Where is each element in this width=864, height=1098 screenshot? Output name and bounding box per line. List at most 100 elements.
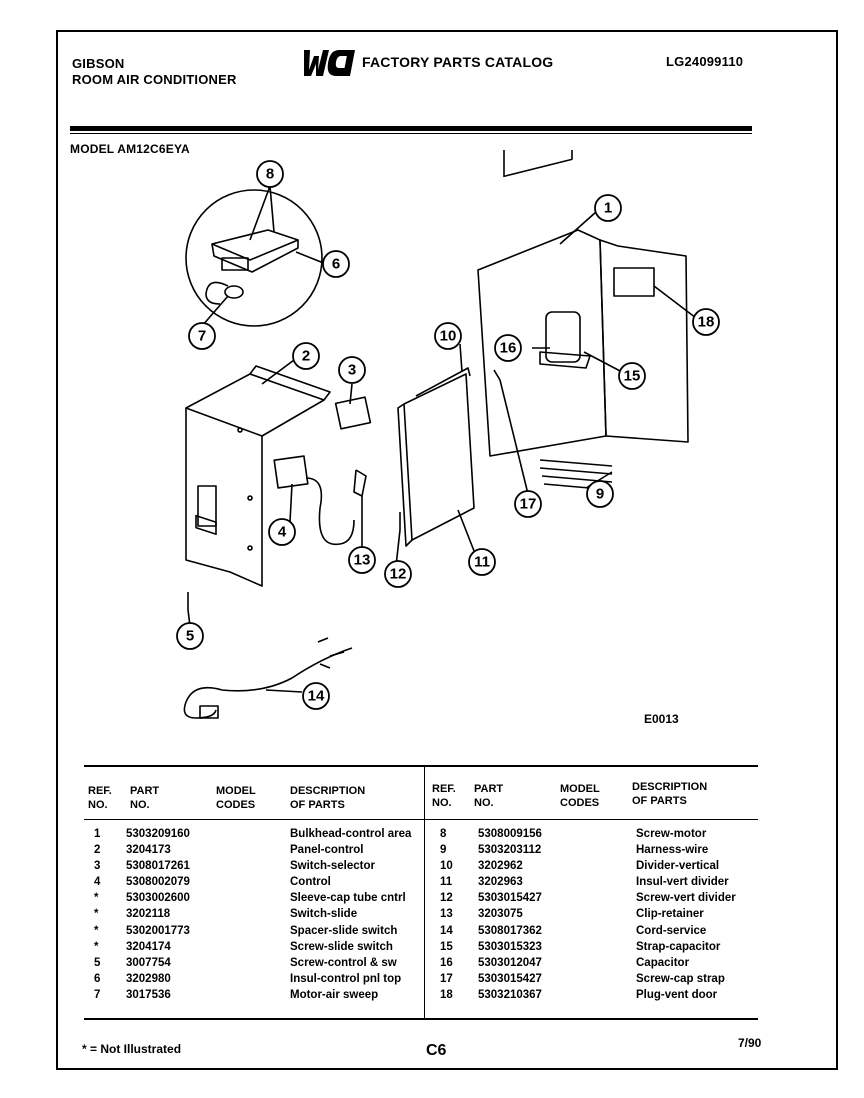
catalog-title: FACTORY PARTS CATALOG: [362, 54, 554, 70]
table-cell: 5303012047: [478, 956, 542, 969]
table-cell: 9: [440, 844, 447, 857]
table-cell: 5303015323: [478, 940, 542, 953]
table-cell: Harness-wire: [636, 844, 709, 857]
table-cell: 3204174: [126, 940, 171, 953]
page-frame: [56, 30, 838, 1070]
callout-9: [586, 480, 614, 508]
table-cell: 16: [440, 956, 453, 969]
table-cell: 3202980: [126, 972, 171, 985]
table-cell: 2: [94, 844, 101, 857]
table-cell: Screw-control & sw: [290, 956, 397, 969]
table-cell: 3202963: [478, 876, 523, 889]
table-cell: 4: [94, 876, 101, 889]
table-cell: 12: [440, 892, 453, 905]
table-cell: Insul-vert divider: [636, 876, 729, 889]
table-cell: 5308002079: [126, 876, 190, 889]
callout-text-10: 10: [440, 328, 457, 345]
left-part-column: 5303209160 3204173 5308017261 5308002079…: [126, 826, 190, 1003]
callout-text-2: 2: [302, 348, 310, 365]
callout-text-4: 4: [278, 524, 287, 541]
table-cell: 5308017261: [126, 860, 190, 873]
callout-5: [176, 622, 204, 650]
table-cell: 14: [440, 924, 453, 937]
table-cell: 18: [440, 988, 453, 1001]
table-cell: 8: [440, 828, 447, 840]
table-cell: *: [94, 908, 99, 921]
header-ref: REF.NO.: [88, 785, 112, 811]
table-cell: 7: [94, 988, 101, 1001]
table-cell: 3: [94, 860, 101, 873]
table-cell: 5303015427: [478, 892, 542, 905]
callout-1: [594, 194, 622, 222]
table-cell: 5303002600: [126, 892, 190, 905]
table-cell: 5303015427: [478, 972, 542, 985]
product-type: ROOM AIR CONDITIONER: [72, 72, 237, 87]
callout-text-1: 1: [604, 200, 612, 217]
table-cell: 3203075: [478, 908, 523, 921]
callout-17: [514, 490, 542, 518]
table-cell: 3202962: [478, 860, 523, 873]
diagram-code: E0013: [644, 712, 679, 726]
table-cell: 3202118: [126, 908, 171, 921]
callout-4: [268, 518, 296, 546]
table-cell: 1: [94, 828, 101, 840]
table-cell: Strap-capacitor: [636, 940, 721, 953]
detail-circle: [185, 189, 323, 327]
model-label: MODEL AM12C6EYA: [70, 142, 190, 156]
table-cell: Screw-cap strap: [636, 972, 725, 985]
table-cell: 3017536: [126, 988, 171, 1001]
table-cell: 6: [94, 972, 101, 985]
vertical-divider: [403, 373, 475, 541]
table-cell: Switch-selector: [290, 860, 375, 873]
table-header-rule: [84, 819, 758, 820]
callout-15: [618, 362, 646, 390]
callout-text-15: 15: [624, 368, 641, 385]
callout-12: [384, 560, 412, 588]
table-cell: 15: [440, 940, 453, 953]
callout-2: [292, 342, 320, 370]
table-cell: 5303210367: [478, 988, 542, 1001]
table-cell: Insul-control pnl top: [290, 972, 402, 985]
callout-text-7: 7: [198, 328, 206, 345]
page-number: C6: [426, 1042, 447, 1059]
table-cell: Plug-vent door: [636, 988, 718, 1001]
callout-text-6: 6: [332, 256, 340, 273]
table-cell: Clip-retainer: [636, 908, 704, 921]
callout-3: [338, 356, 366, 384]
callout-text-8: 8: [266, 166, 274, 183]
header-rule-thin: [70, 133, 752, 134]
callout-8: [256, 160, 284, 188]
table-cell: 3204173: [126, 844, 171, 857]
table-cell: 3007754: [126, 956, 171, 969]
header-ref-right: REF.NO.: [432, 783, 456, 809]
document-number: LG24099110: [666, 54, 744, 69]
table-top-rule: [84, 765, 758, 767]
callout-text-12: 12: [390, 566, 407, 583]
table-cell: 5308009156: [478, 828, 542, 840]
callout-text-18: 18: [698, 314, 715, 331]
table-cell: Divider-vertical: [636, 860, 720, 873]
callout-text-16: 16: [500, 340, 517, 357]
table-cell: Capacitor: [636, 956, 690, 969]
table-cell: 5308017362: [478, 924, 542, 937]
table-cell: 17: [440, 972, 453, 985]
table-cell: 5: [94, 956, 101, 969]
not-illustrated-note: * = Not Illustrated: [82, 1042, 182, 1056]
callout-6: [322, 250, 350, 278]
table-cell: Screw-vert divider: [636, 892, 736, 905]
callout-10: [434, 322, 462, 350]
left-desc-column: Bulkhead-control area Panel-control Swit…: [290, 826, 411, 1003]
right-part-column: 5308009156 5303203112 3202962 3202963 53…: [478, 826, 542, 1003]
right-ref-column: 8 9 10 11 12 13 14 15 16 17 18: [440, 826, 453, 1003]
callout-text-13: 13: [354, 552, 371, 569]
callout-7: [188, 322, 216, 350]
table-cell: *: [94, 924, 99, 937]
callout-16: [494, 334, 522, 362]
table-cell: 5303203112: [478, 844, 542, 857]
callout-13: [348, 546, 376, 574]
table-cell: Panel-control: [290, 844, 364, 857]
callout-text-11: 11: [474, 554, 490, 571]
